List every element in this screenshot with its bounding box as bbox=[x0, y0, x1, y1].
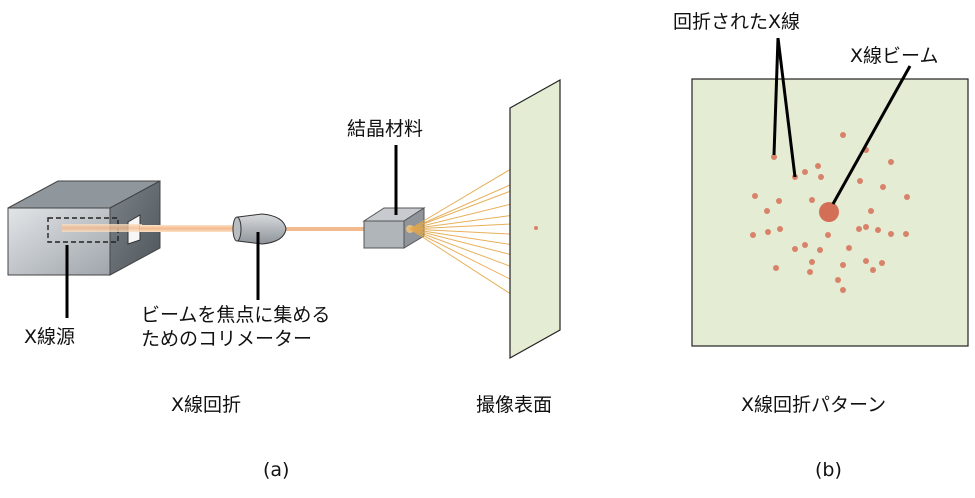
diffraction-spot bbox=[792, 246, 798, 252]
diffraction-spot bbox=[879, 260, 885, 266]
diffraction-spot bbox=[840, 262, 846, 268]
diffraction-spot bbox=[863, 224, 869, 230]
diffraction-spot bbox=[880, 184, 886, 190]
diffracted-leader-line-1 bbox=[772, 37, 780, 156]
diffraction-spot bbox=[802, 242, 808, 248]
diffraction-spot bbox=[752, 193, 758, 199]
diffraction-spot bbox=[846, 245, 852, 251]
crystal-label: 結晶材料 bbox=[347, 118, 423, 140]
screen-label: 撮像表面 bbox=[476, 394, 552, 416]
panel-b-letter: (b) bbox=[815, 459, 842, 481]
diffraction-spot bbox=[776, 198, 782, 204]
diffraction-spot bbox=[903, 231, 909, 237]
diffraction-spot bbox=[809, 259, 815, 265]
diffraction-spot bbox=[904, 194, 910, 200]
panel-a-letter: (a) bbox=[263, 459, 289, 481]
diffraction-spot bbox=[802, 169, 808, 175]
diffraction-spots bbox=[750, 132, 910, 293]
diffraction-spot bbox=[771, 154, 777, 160]
diffraction-spot bbox=[807, 269, 813, 275]
diffraction-spot bbox=[835, 277, 841, 283]
diffracted-ray bbox=[409, 159, 527, 230]
panel-b-caption: X線回折パターン bbox=[741, 394, 886, 416]
diffraction-spot bbox=[856, 226, 862, 232]
diffraction-spot bbox=[765, 229, 771, 235]
crystal-cube bbox=[362, 207, 426, 249]
diffraction-spot bbox=[809, 197, 815, 203]
diffraction-spot bbox=[773, 265, 779, 271]
diffraction-spot bbox=[750, 232, 756, 238]
primary-beam bbox=[140, 225, 240, 232]
diffraction-spot bbox=[875, 227, 881, 233]
diffraction-spot bbox=[777, 226, 783, 232]
diffraction-spot bbox=[888, 231, 894, 237]
diffracted-ray bbox=[409, 228, 521, 301]
diffraction-spot bbox=[815, 163, 821, 169]
collimated-beam bbox=[280, 227, 370, 231]
diffraction-spot bbox=[840, 132, 846, 138]
screen-center-spot bbox=[534, 226, 538, 230]
collimator bbox=[232, 213, 287, 245]
diffracted-ray bbox=[409, 228, 529, 289]
diffraction-spot bbox=[857, 178, 863, 184]
panel-a-caption: X線回折 bbox=[171, 394, 241, 416]
beam-inside-source bbox=[62, 224, 142, 232]
diffraction-spot bbox=[817, 247, 823, 253]
source-label: X線源 bbox=[24, 326, 75, 348]
diffraction-spot bbox=[764, 208, 770, 214]
diffraction-spot bbox=[868, 208, 874, 214]
diffraction-spot bbox=[863, 258, 869, 264]
diffracted-label: 回折されたX線 bbox=[673, 11, 800, 33]
diffraction-spot bbox=[818, 174, 824, 180]
central-beam-spot bbox=[819, 202, 839, 222]
diffraction-spot bbox=[840, 287, 846, 293]
imaging-screen bbox=[509, 78, 561, 360]
beam-label: X線ビーム bbox=[850, 45, 938, 67]
diffraction-spot bbox=[870, 267, 876, 273]
diffracted-leader-line-2 bbox=[776, 37, 797, 178]
diffraction-spot bbox=[888, 159, 894, 165]
collimator-label-line2: ためのコリメーター bbox=[141, 328, 312, 350]
collimator-label-line1: ビームを焦点に集める bbox=[141, 304, 330, 326]
beam-leader-line bbox=[831, 65, 912, 205]
diffraction-spot bbox=[825, 232, 831, 238]
